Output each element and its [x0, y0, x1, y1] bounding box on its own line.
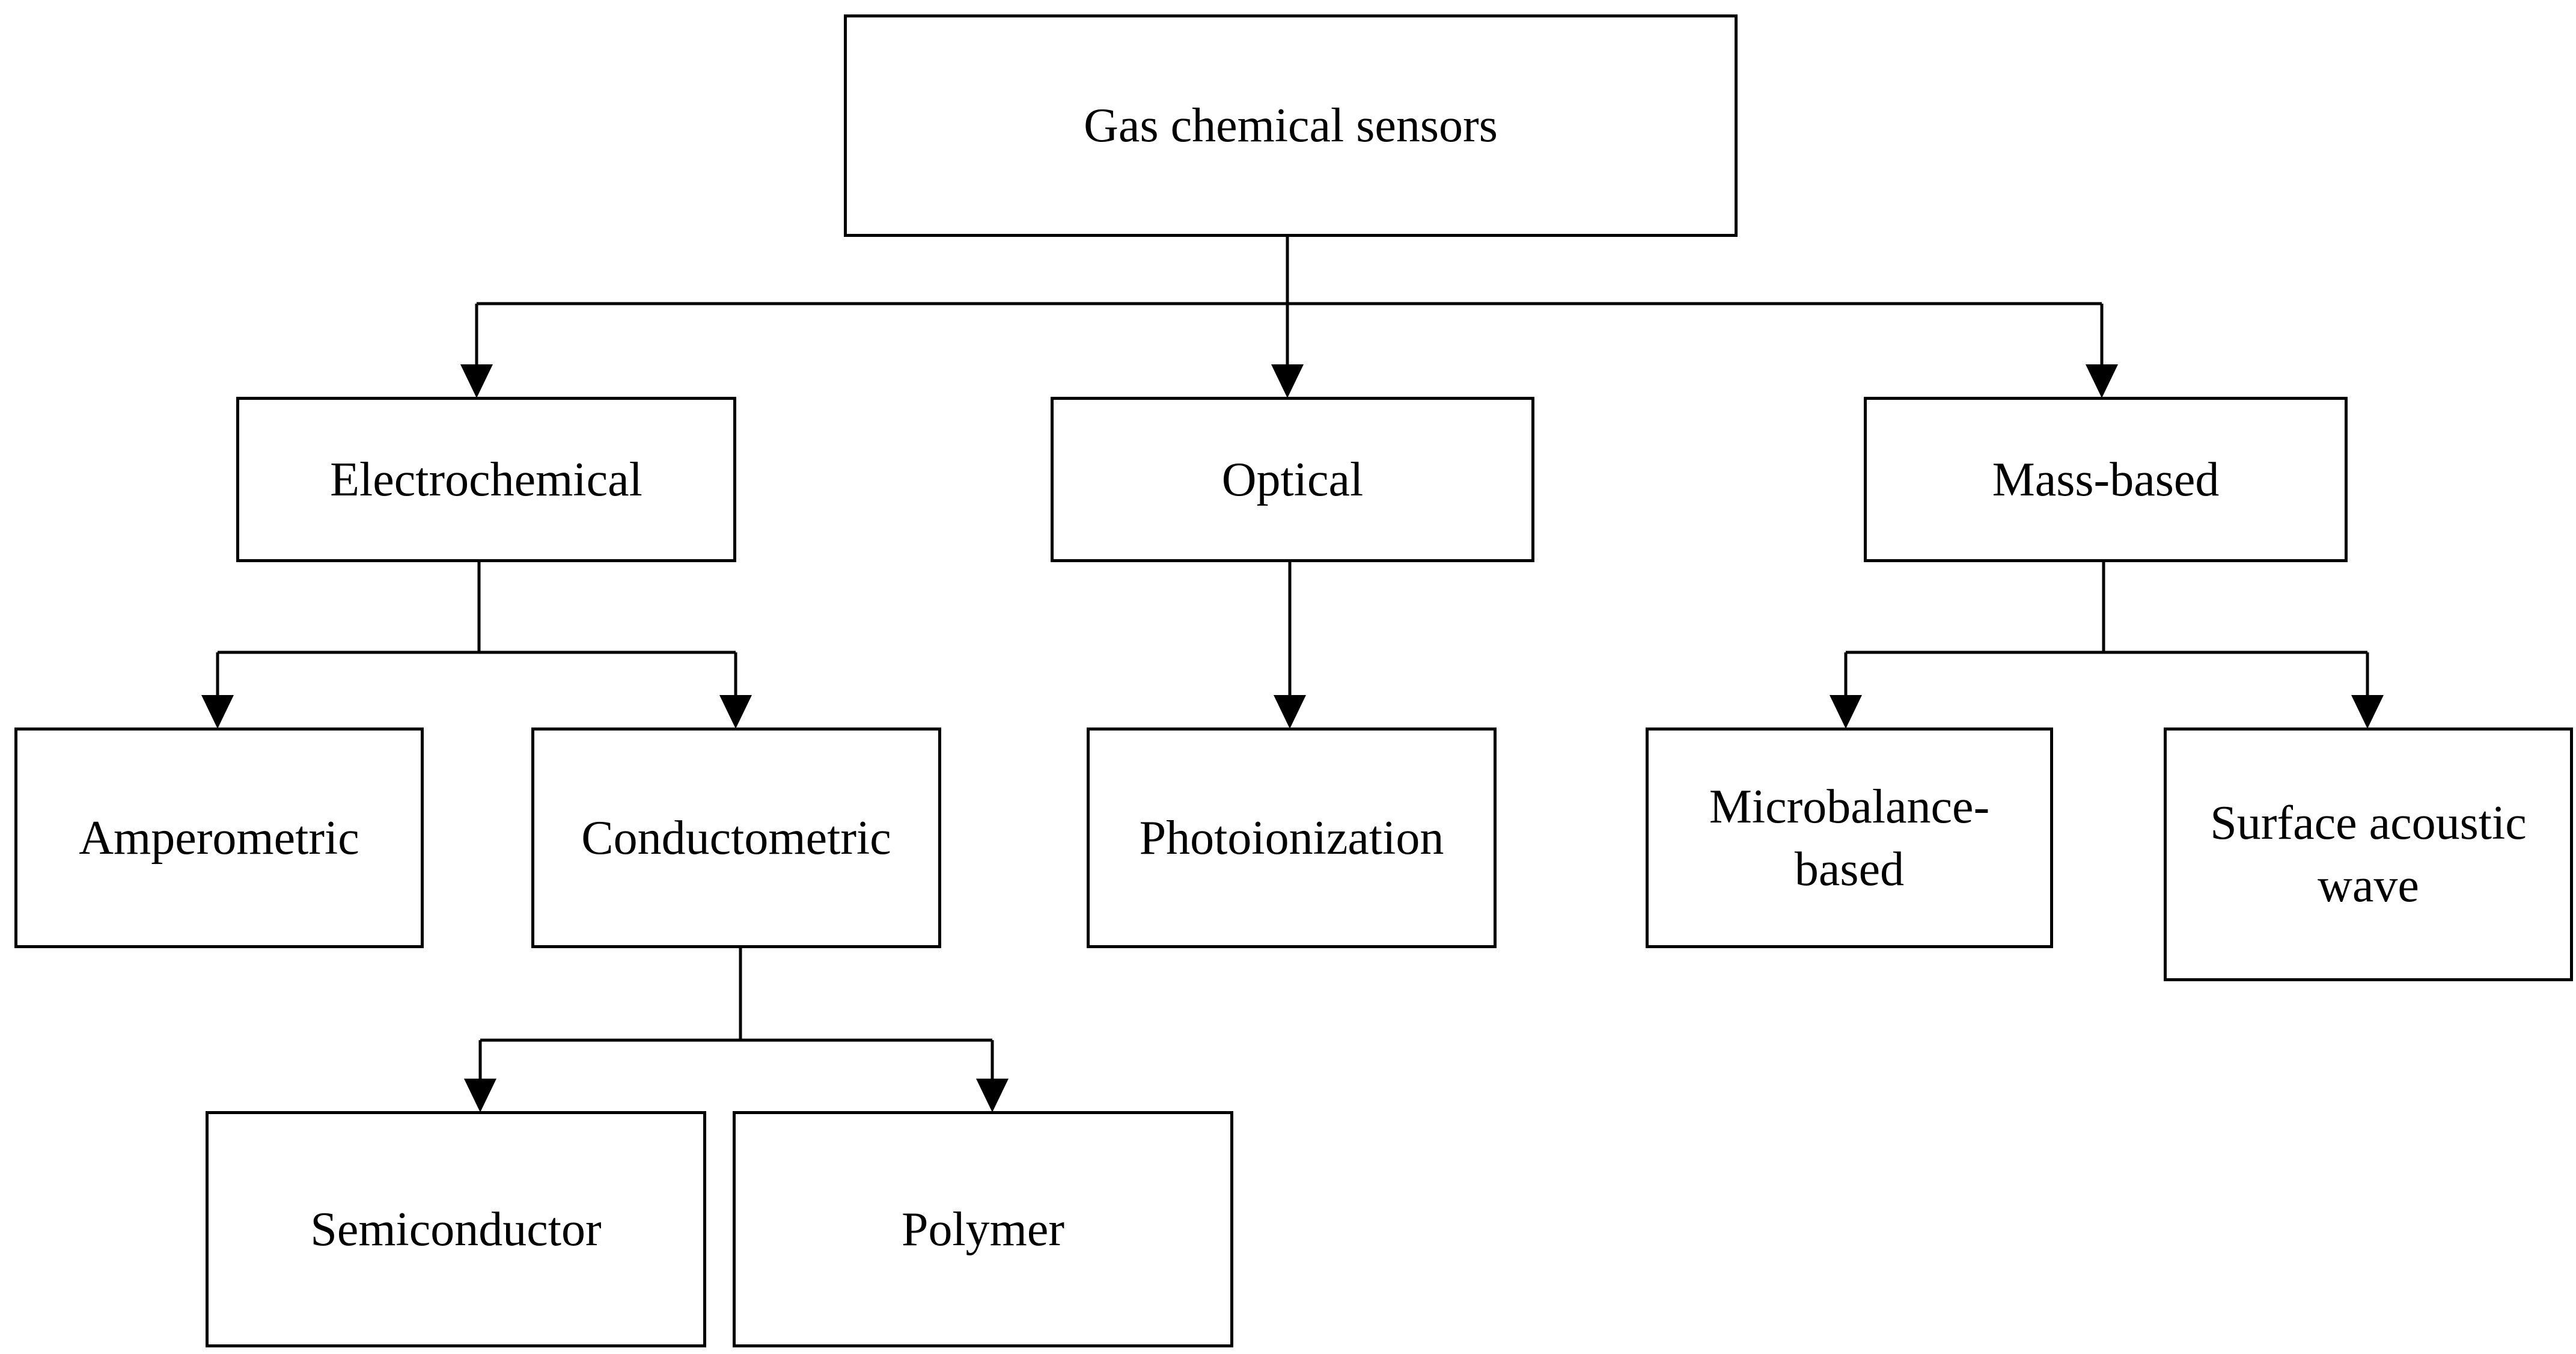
- photoionization-node-label: Photoionization: [1139, 811, 1444, 865]
- mass-based-node: Mass-based: [1864, 397, 2348, 562]
- surface-acoustic-wave-node-label: Surface acoustic wave: [2210, 792, 2526, 917]
- amperometric-node: Amperometric: [14, 728, 424, 948]
- saw-label-line1: Surface acoustic: [2210, 797, 2527, 850]
- conductometric-node-label: Conductometric: [581, 811, 891, 865]
- root-node-label: Gas chemical sensors: [1084, 99, 1498, 152]
- arrowhead-mass-based: [2086, 364, 2118, 398]
- photoionization-node: Photoionization: [1087, 728, 1497, 948]
- saw-label-line2: wave: [2318, 859, 2419, 912]
- microbalance-node: Microbalance- based: [1646, 728, 2053, 948]
- arrowhead-conductometric: [719, 695, 752, 729]
- arrowhead-optical: [1271, 364, 1304, 398]
- microbalance-label-line2: based: [1794, 842, 1905, 896]
- semiconductor-node-label: Semiconductor: [310, 1202, 602, 1256]
- arrowhead-amperometric: [201, 695, 234, 729]
- semiconductor-node: Semiconductor: [206, 1111, 706, 1347]
- arrowhead-saw: [2351, 695, 2384, 729]
- microbalance-label-line1: Microbalance-: [1709, 780, 1990, 833]
- optical-node-label: Optical: [1221, 453, 1364, 506]
- conductometric-node: Conductometric: [531, 728, 941, 948]
- polymer-node: Polymer: [733, 1111, 1233, 1347]
- arrowhead-semiconductor: [464, 1079, 496, 1112]
- electrochemical-node: Electrochemical: [236, 397, 736, 562]
- microbalance-node-label: Microbalance- based: [1709, 776, 1989, 901]
- arrowhead-microbalance: [1830, 695, 1862, 729]
- mass-based-node-label: Mass-based: [1992, 453, 2220, 506]
- electrochemical-node-label: Electrochemical: [330, 453, 642, 506]
- root-node: Gas chemical sensors: [844, 14, 1738, 237]
- optical-node: Optical: [1051, 397, 1534, 562]
- arrowhead-photoionization: [1274, 695, 1306, 729]
- arrowhead-electrochemical: [460, 364, 493, 398]
- polymer-node-label: Polymer: [901, 1202, 1065, 1256]
- amperometric-node-label: Amperometric: [79, 811, 359, 865]
- surface-acoustic-wave-node: Surface acoustic wave: [2164, 728, 2573, 981]
- arrowhead-polymer: [976, 1079, 1009, 1112]
